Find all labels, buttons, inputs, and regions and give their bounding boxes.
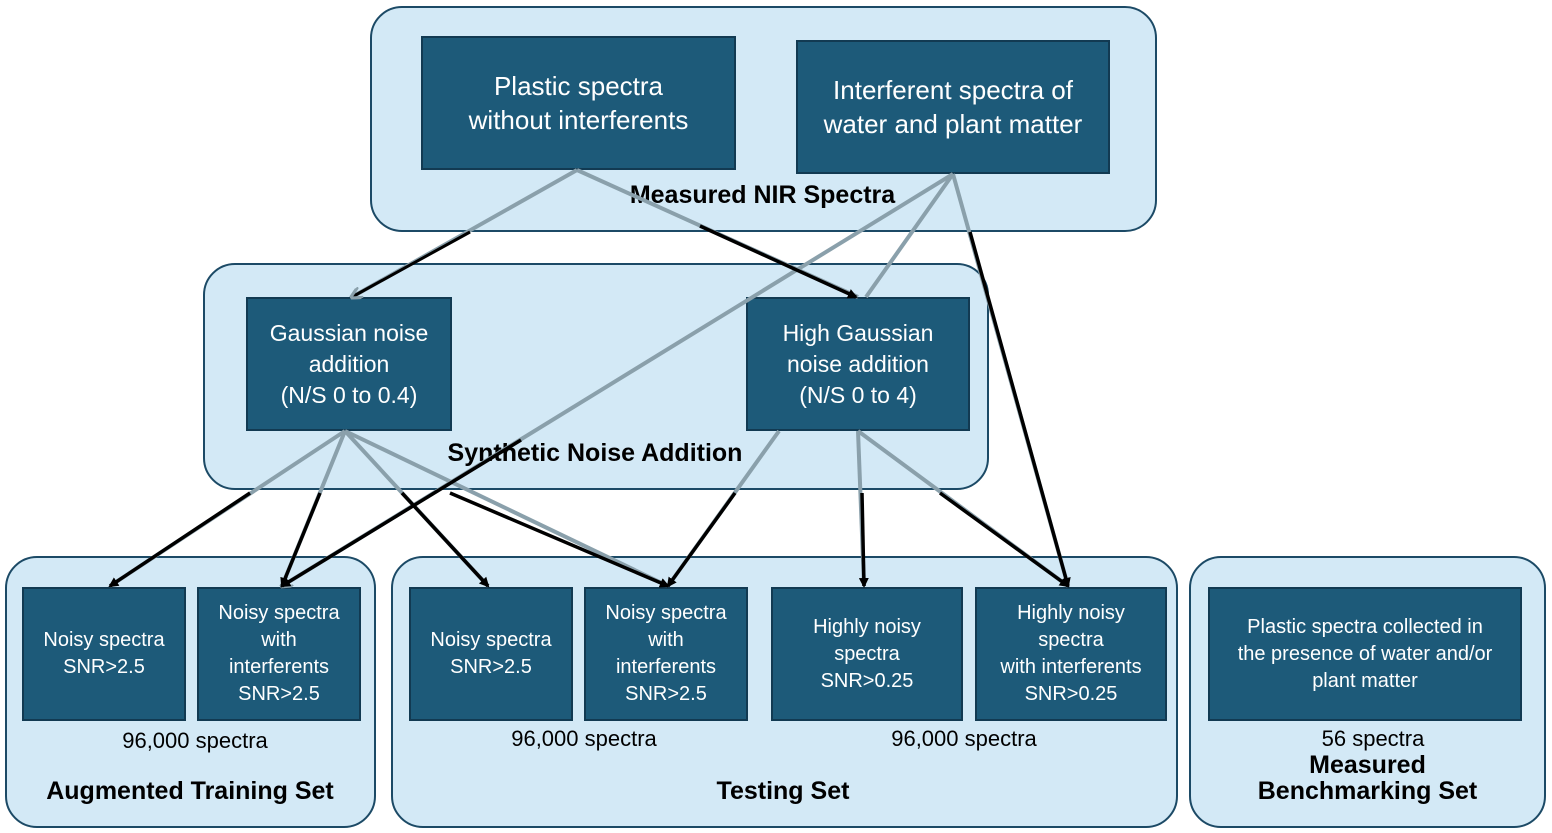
box-test-highly-noisy: Highly noisy spectra SNR>0.25 <box>771 587 963 721</box>
box-gaussian-noise-text: Gaussian noise addition (N/S 0 to 0.4) <box>269 319 429 408</box>
box-benchmark-plastic: Plastic spectra collected in the presenc… <box>1208 587 1522 721</box>
box-plastic-spectra: Plastic spectra without interferents <box>421 36 736 170</box>
count-benchmark: 56 spectra <box>1321 726 1425 751</box>
box-test-highly-noisy-text: Highly noisy spectra SNR>0.25 <box>813 615 921 692</box>
box-test-highly-noisy-interferents: Highly noisy spectra with interferents S… <box>975 587 1167 721</box>
box-train-noisy-interferents: Noisy spectra with interferents SNR>2.5 <box>197 587 361 721</box>
box-train-noisy-interferents-text: Noisy spectra with interferents SNR>2.5 <box>218 602 340 705</box>
count-testing-b: 96,000 spectra <box>891 726 1037 751</box>
box-test-noisy-interferents-text: Noisy spectra with interferents SNR>2.5 <box>605 602 727 705</box>
box-train-noisy: Noisy spectra SNR>2.5 <box>22 587 186 721</box>
label-measured-nir-spectra: Measured NIR Spectra <box>629 181 896 209</box>
box-interferent-spectra-text: Interferent spectra of water and plant m… <box>823 75 1083 139</box>
box-interferent-spectra: Interferent spectra of water and plant m… <box>796 40 1110 174</box>
label-testing-set: Testing Set <box>716 777 850 805</box>
box-test-noisy: Noisy spectra SNR>2.5 <box>409 587 573 721</box>
box-plastic-spectra-text: Plastic spectra without interferents <box>468 71 689 135</box>
box-benchmark-plastic-text: Plastic spectra collected in the presenc… <box>1237 615 1493 692</box>
label-augmented-training-set: Augmented Training Set <box>46 777 334 805</box>
box-test-noisy-interferents: Noisy spectra with interferents SNR>2.5 <box>584 587 748 721</box>
count-training: 96,000 spectra <box>122 728 268 753</box>
box-test-noisy-text: Noisy spectra SNR>2.5 <box>430 629 552 678</box>
box-train-noisy-text: Noisy spectra SNR>2.5 <box>43 629 165 678</box>
box-gaussian-noise: Gaussian noise addition (N/S 0 to 0.4) <box>246 297 452 431</box>
box-high-gaussian-noise-text: High Gaussian noise addition (N/S 0 to 4… <box>782 319 934 408</box>
box-test-highly-noisy-interferents-text: Highly noisy spectra with interferents S… <box>1000 602 1142 705</box>
box-high-gaussian-noise: High Gaussian noise addition (N/S 0 to 4… <box>746 297 970 431</box>
label-measured-benchmarking-set: Measured Benchmarking Set <box>1257 751 1478 805</box>
count-testing-a: 96,000 spectra <box>511 726 657 751</box>
label-synthetic-noise-addition: Synthetic Noise Addition <box>447 439 743 467</box>
